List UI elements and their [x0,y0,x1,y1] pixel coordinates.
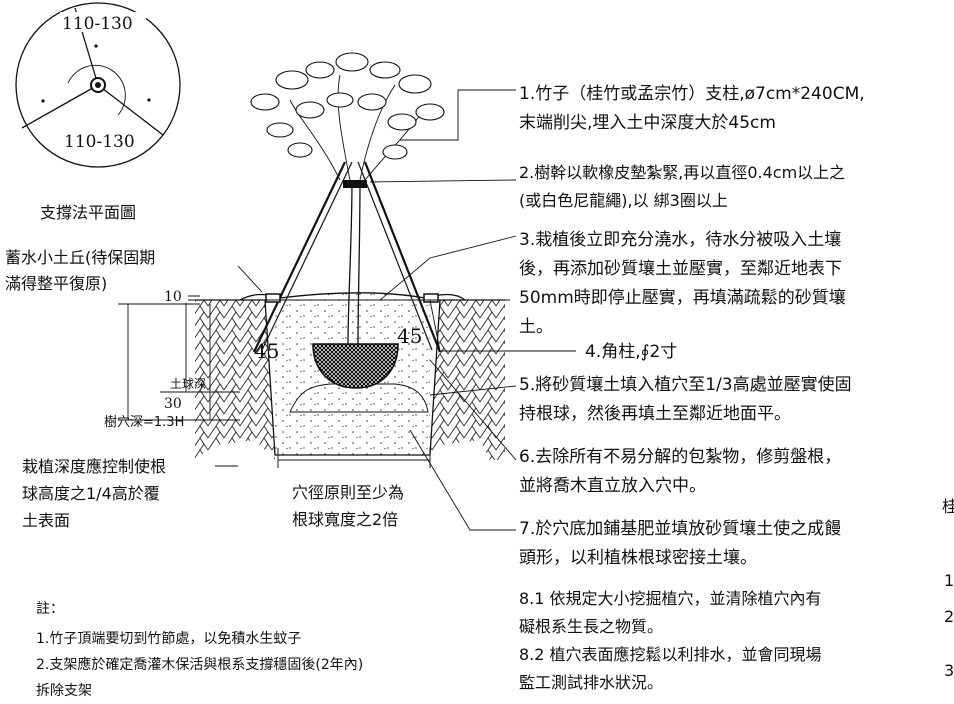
left-labels: 蓄水小土丘(待保固期 滿得整平復原) 栽植深度應控制使根 球高度之1/4高於覆 … [5,248,404,530]
plan-outline-circle [15,2,181,168]
callout-leader [369,179,517,183]
leaf-cluster [275,70,309,90]
notes-title: 註： [36,601,64,617]
leaf-cluster [387,113,417,131]
plan-trunk-core [95,82,101,88]
plan-angle-bottom: 110-130 [64,132,135,152]
dim-30: 30 [164,396,182,412]
callout-3-line: 50mm時即停止壓實，再填滿疏鬆的砂質壤 [519,287,846,308]
notes: 註： 1.竹子頂端要切到竹節處，以免積水生蚊子 2.支架應於確定喬灌木保活與根系… [36,601,363,699]
callout-3-line: 土。 [519,317,553,337]
callout-leader [429,359,517,461]
edge-glyph: 2 [944,607,954,626]
callout-1-line: 1.竹子（桂竹或孟宗竹）支柱,ø7cm*240CM, [519,84,865,104]
callout-3-line: 3.栽植後立即充分澆水，待水分被吸入土壤 [519,229,841,250]
note-item: 1.竹子頂端要切到竹節處，以免積水生蚊子 [36,630,301,647]
plan-caption: 支撐法平面圖 [40,203,136,222]
plan-stake-dot [41,99,45,103]
plan-stake-dot [94,44,98,48]
edge-glyph: 桂 [942,497,954,516]
edge-glyph: 1 [944,571,954,590]
callout-7-line: 7.於穴底加鋪基肥並填放砂質壤土使之成饅 [519,518,841,539]
callout-leader [400,89,516,141]
mound-label-line: 蓄水小土丘(待保固期 [5,248,155,267]
bamboo-stake-inner [357,161,433,351]
planting-depth-line: 土表面 [22,511,70,530]
planting-pit-section [188,161,510,460]
callout-7-line: 頭形，以利植株根球密接土壤。 [519,547,757,568]
callout-8-1-line: 礙根系生長之物質。 [519,617,663,636]
dimensions: 10 30 土球深 樹穴深=1.3H 45 45 [104,287,431,468]
plan-label-bg [60,12,146,32]
leaf-cluster [335,52,369,72]
hole-width-line: 穴徑原則至少為 [292,483,404,502]
canopy-branches [289,74,421,181]
leaf-cluster [415,103,445,121]
plan-arc [67,64,126,116]
ball-depth-label: 土球深 [170,377,206,391]
callout-leader [379,235,517,301]
plan-stake-line [97,84,164,136]
callout-leader [429,385,517,396]
angle-post-left [265,293,281,303]
callout-5-line: 持根球，然後再填土至鄰近地面平。 [519,404,791,424]
leaf-cluster [266,122,294,138]
planting-depth-line: 栽植深度應控制使根 [22,457,166,476]
callouts: 1.竹子（桂竹或孟宗竹）支柱,ø7cm*240CM, 末端削尖,埋入土中深度大於… [519,84,865,692]
callout-leader [409,429,516,531]
leaf-cluster [369,61,401,79]
leaf-cluster [295,101,325,119]
callout-leaders [369,89,576,531]
callout-1-line: 末端削尖,埋入土中深度大於45cm [519,113,776,133]
root-ball [312,343,399,389]
callout-2-line: (或白色尼龍繩),以 綁3圈以上 [519,191,728,210]
trunk-tie [343,180,367,188]
callout-8-1-line: 8.1 依規定大小挖掘植穴，並清除植穴內有 [519,589,822,608]
plan-view: 110-130 110-130 支撐法平面圖 [15,2,181,222]
callout-8-2-line: 監工測試排水狀況。 [519,673,663,692]
base-mound [289,383,429,413]
leaf-cluster [357,93,387,111]
edge-glyphs: 桂 1 2 3 [942,497,954,680]
leaf-cluster [382,144,408,160]
angle-post-right [423,293,439,303]
callout-4-line: 4.角柱,∮2寸 [585,342,677,362]
dim-label-bg [160,287,188,303]
callout-3-line: 後，再添加砂質壤土並壓實，至鄰近地表下 [519,258,842,279]
tree-canopy [250,52,445,181]
plan-angle-top: 110-130 [62,14,133,34]
leaf-cluster [398,74,432,94]
callout-8-2-line: 8.2 植穴表面應挖鬆以利排水，並會同現場 [519,645,822,664]
callout-leader [429,299,576,352]
angle-label-right: 45 [397,324,422,348]
bamboo-stake-left [253,161,346,353]
dim-10: 10 [164,289,182,305]
leaf-cluster [305,61,335,79]
leaf-cluster [326,92,354,108]
mound-label-line: 滿得整平復原) [5,274,107,293]
planting-depth-line: 球高度之1/4高於覆 [22,484,160,503]
angle-label-left: 45 [254,339,279,363]
edge-glyph: 3 [944,661,954,680]
plan-stake-dot [147,98,151,102]
leaf-cluster [287,142,313,158]
hole-width-line: 根球寬度之2倍 [292,510,398,529]
mound-leader [237,265,263,293]
leaf-cluster [250,93,280,111]
callout-2-line: 2.樹幹以軟橡皮墊紮緊,再以直徑0.4cm以上之 [519,163,845,182]
hole-depth-label: 樹穴深=1.3H [104,415,184,430]
note-item: 拆除支架 [36,683,92,699]
callout-6-line: 並將喬木直立放入穴中。 [519,476,706,496]
water-mound-ridge [239,292,466,301]
bamboo-stake-inner [261,161,353,351]
plan-stake-line [21,84,99,129]
bamboo-stake-right [363,161,442,353]
tree-trunk [347,179,361,345]
callout-5-line: 5.將砂質壤土填入植穴至1/3高處並壓實使固 [519,374,852,395]
note-item: 2.支架應於確定喬灌木保活與根系支撐穩固後(2年內) [36,656,363,673]
callout-6-line: 6.去除所有不易分解的包紮物，修剪盤根， [519,447,841,467]
